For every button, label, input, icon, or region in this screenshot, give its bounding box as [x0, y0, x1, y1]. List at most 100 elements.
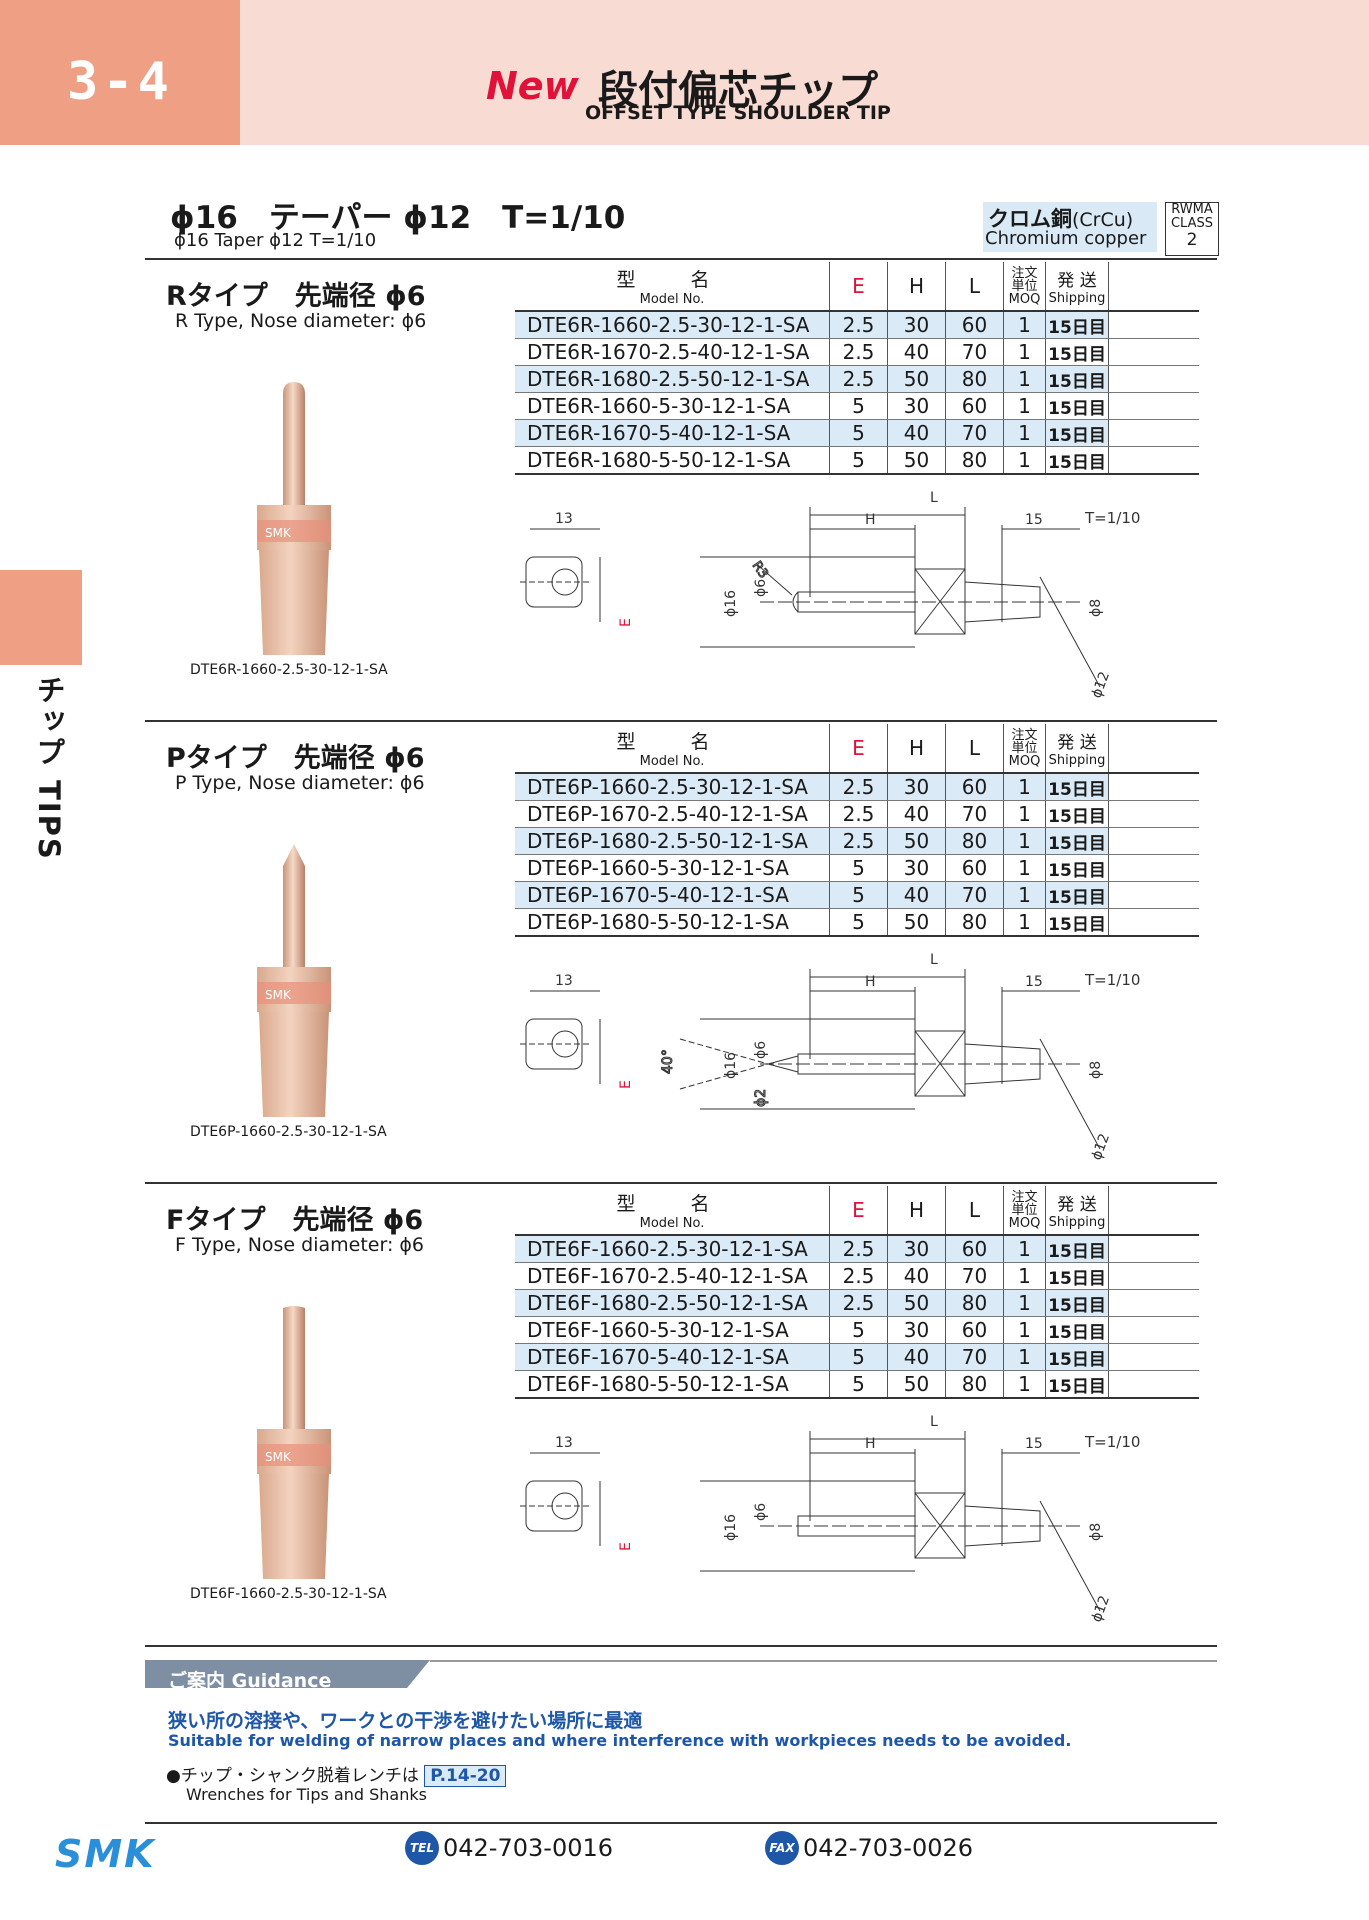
cell-moq: 1 [1003, 419, 1046, 447]
cell-l: 70 [945, 419, 1004, 447]
cell-l: 60 [945, 392, 1004, 420]
col-l: L [945, 724, 1004, 774]
svg-text:SMK: SMK [265, 1450, 292, 1464]
dim-d8: ϕ8 [1088, 1523, 1104, 1541]
cell-e: 2.5 [829, 1235, 888, 1263]
technical-drawing: L H 15 T=1/10 13 E ϕ16 ϕ6 ϕ8 ϕ12 [520, 1414, 1140, 1624]
cell-empty [1108, 419, 1199, 447]
model-number: DTE6P-1660-5-30-12-1-SA [515, 854, 830, 882]
side-tab-label: チップ TIPS [32, 675, 66, 861]
model-number: DTE6R-1660-2.5-30-12-1-SA [515, 311, 830, 339]
dim-d8: ϕ8 [1088, 1061, 1104, 1079]
dim-taper: T=1/10 [1084, 1433, 1140, 1451]
model-number: DTE6P-1680-2.5-50-12-1-SA [515, 827, 830, 855]
divider [145, 1645, 1217, 1647]
cell-e: 5 [829, 881, 888, 909]
dim-h: H [865, 1436, 876, 1452]
dim-taper: T=1/10 [1084, 509, 1140, 527]
section-title-jp: Rタイプ 先端径 ϕ6 [166, 281, 426, 312]
cell-h: 50 [887, 365, 946, 393]
cell-h: 30 [887, 773, 946, 801]
table-row: DTE6R-1660-5-30-12-1-SA 5 30 60 1 15日目 [515, 392, 1199, 420]
model-number: DTE6R-1680-2.5-50-12-1-SA [515, 365, 830, 393]
cell-e: 2.5 [829, 1289, 888, 1317]
cell-e: 2.5 [829, 338, 888, 366]
col-h: H [887, 262, 946, 312]
table-row: DTE6F-1680-2.5-50-12-1-SA 2.5 50 80 1 15… [515, 1289, 1199, 1317]
fax-icon: FAX [765, 1831, 799, 1865]
cell-shipping: 15日目 [1045, 1235, 1109, 1263]
spec-title-en: ϕ16 Taper ϕ12 T=1/10 [174, 230, 377, 251]
cell-h: 40 [887, 1262, 946, 1290]
cell-e: 5 [829, 908, 888, 937]
product-image: SMK [257, 382, 331, 655]
dim-d6: ϕ6 [753, 1041, 769, 1059]
table-row: DTE6P-1660-2.5-30-12-1-SA 2.5 30 60 1 15… [515, 773, 1199, 801]
cell-moq: 1 [1003, 446, 1046, 475]
table-row: DTE6P-1680-2.5-50-12-1-SA 2.5 50 80 1 15… [515, 827, 1199, 855]
cell-empty [1108, 311, 1199, 339]
cell-e: 2.5 [829, 827, 888, 855]
model-number: DTE6P-1670-5-40-12-1-SA [515, 881, 830, 909]
section-title-en: F Type, Nose diameter: ϕ6 [175, 1234, 425, 1256]
model-number: DTE6F-1660-5-30-12-1-SA [515, 1316, 830, 1344]
fax-number: 042-703-0026 [803, 1834, 974, 1862]
cell-empty [1108, 800, 1199, 828]
table-row: DTE6P-1680-5-50-12-1-SA 5 50 80 1 15日目 [515, 908, 1199, 937]
dim-d6: ϕ6 [753, 579, 769, 597]
cell-empty [1108, 338, 1199, 366]
col-l: L [945, 1186, 1004, 1236]
technical-drawing: R3 L H 15 T=1/10 13 E ϕ16 ϕ6 ϕ8 ϕ12 [520, 490, 1140, 700]
cell-e: 5 [829, 1316, 888, 1344]
table-row: DTE6P-1660-5-30-12-1-SA 5 30 60 1 15日目 [515, 854, 1199, 882]
product-image: SMK [257, 1306, 331, 1579]
cell-l: 70 [945, 1262, 1004, 1290]
cell-moq: 1 [1003, 881, 1046, 909]
divider [145, 1182, 1217, 1184]
table-row: DTE6F-1670-5-40-12-1-SA 5 40 70 1 15日目 [515, 1343, 1199, 1371]
dim-13: 13 [555, 1435, 573, 1451]
dim-d16: ϕ16 [723, 590, 739, 617]
cell-e: 2.5 [829, 773, 888, 801]
reference-page-link[interactable]: P.14-20 [424, 1765, 507, 1787]
guidance-text-jp: 狭い所の溶接や、ワークとの干渉を避けたい場所に最適 [168, 1710, 643, 1732]
dim-l: L [930, 490, 938, 506]
model-number: DTE6P-1680-5-50-12-1-SA [515, 908, 830, 937]
table-row: DTE6R-1680-5-50-12-1-SA 5 50 80 1 15日目 [515, 446, 1199, 475]
dim-e: E [618, 618, 634, 627]
dim-d12: ϕ12 [1089, 1131, 1113, 1162]
material-symbol: (CrCu) [1072, 209, 1134, 231]
dim-l: L [930, 952, 938, 968]
cell-empty [1108, 854, 1199, 882]
cell-shipping: 15日目 [1045, 881, 1109, 909]
col-e: E [829, 1186, 888, 1236]
cell-shipping: 15日目 [1045, 1289, 1109, 1317]
cell-h: 50 [887, 827, 946, 855]
cell-moq: 1 [1003, 1316, 1046, 1344]
cell-shipping: 15日目 [1045, 1343, 1109, 1371]
cell-l: 80 [945, 365, 1004, 393]
dim-l: L [930, 1414, 938, 1430]
cell-h: 40 [887, 800, 946, 828]
product-image: SMK [257, 844, 331, 1117]
dim-15: 15 [1025, 974, 1043, 990]
cell-moq: 1 [1003, 1343, 1046, 1371]
model-number: DTE6F-1680-2.5-50-12-1-SA [515, 1289, 830, 1317]
cell-empty [1108, 881, 1199, 909]
table-row: DTE6F-1660-2.5-30-12-1-SA 2.5 30 60 1 15… [515, 1235, 1199, 1263]
cell-empty [1108, 1262, 1199, 1290]
dim-d12: ϕ12 [1089, 669, 1113, 700]
cell-shipping: 15日目 [1045, 365, 1109, 393]
guidance-reference-en: Wrenches for Tips and Shanks [186, 1785, 427, 1804]
col-e: E [829, 724, 888, 774]
cell-empty [1108, 773, 1199, 801]
